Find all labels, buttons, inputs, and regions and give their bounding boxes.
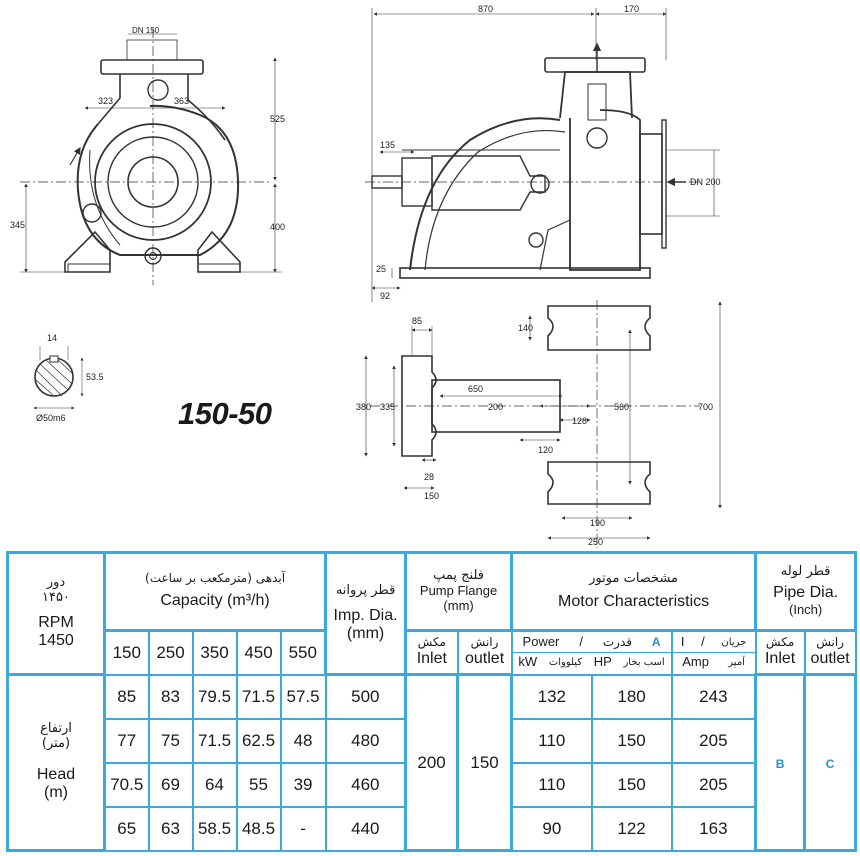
baseplate-plan (364, 300, 722, 548)
table-row: 70.5 69 64 55 39 460 110 150 205 (8, 761, 856, 808)
head-value: 57.5 (279, 673, 327, 720)
base-dim-560: 560 (614, 402, 629, 412)
head-value: 48 (279, 717, 327, 764)
table-row: ارتفاع (متر) Head (m) 85 83 79.5 71.5 57… (6, 673, 858, 852)
shaft-diameter-dim: Ø50m6 (36, 413, 66, 423)
side-dim-25: 25 (376, 264, 386, 274)
base-dim-700: 700 (698, 402, 713, 412)
amp-value: 205 (670, 761, 757, 808)
kw-value: 90 (510, 805, 593, 852)
capacity-col: 350 (191, 629, 238, 676)
kw-value: 132 (510, 673, 593, 720)
flange-outlet-header: رانش outlet (456, 629, 513, 676)
base-dim-335: 335 (380, 402, 395, 412)
head-value: 58.5 (191, 805, 238, 852)
shaft-height-dim: 53.5 (86, 372, 104, 382)
technical-drawing: DN 150 323 363 525 400 345 (10, 4, 722, 548)
head-value: 85 (103, 673, 150, 720)
capacity-header: آبدهی (مترمکعب بر ساعت) Capacity (m³/h) (102, 551, 328, 632)
base-dim-120: 120 (538, 445, 553, 455)
front-dim-323: 323 (98, 96, 113, 106)
motor-header: مشخصات موتور Motor Characteristics (510, 551, 758, 632)
capacity-col: 450 (235, 629, 282, 676)
head-header: ارتفاع (متر) Head (m) (6, 673, 106, 852)
front-dim-525: 525 (270, 114, 285, 124)
front-view (20, 28, 282, 285)
head-value: 63 (147, 805, 194, 852)
front-dim-400: 400 (270, 222, 285, 232)
base-dim-85: 85 (412, 316, 422, 326)
kw-value: 110 (510, 717, 593, 764)
head-value: 79.5 (191, 673, 238, 720)
head-value: 55 (235, 761, 282, 808)
table-row: 77 75 71.5 62.5 48 480 110 150 205 (8, 717, 856, 764)
head-value: 64 (191, 761, 238, 808)
side-dim-135: 135 (380, 140, 395, 150)
head-value: 77 (103, 717, 150, 764)
head-value: 75 (147, 717, 194, 764)
pipe-header: قطر لوله Pipe Dia. (Inch) (754, 551, 858, 632)
base-dim-190: 190 (590, 518, 605, 528)
side-view (365, 8, 720, 302)
shaft-key-dim: 14 (47, 333, 57, 343)
amp-value: 243 (670, 673, 757, 720)
base-dim-128: 128 (572, 416, 587, 426)
amp-value: 163 (670, 805, 757, 852)
flange-inlet-value: 200 (404, 673, 460, 852)
capacity-col: 250 (147, 629, 194, 676)
capacity-col: 150 (103, 629, 150, 676)
head-value: 65 (103, 805, 150, 852)
head-value: 69 (147, 761, 194, 808)
base-dim-140: 140 (518, 323, 533, 333)
model-number: 150-50 (178, 396, 272, 431)
base-dim-380: 380 (356, 402, 371, 412)
capacity-col: 550 (279, 629, 327, 676)
head-value: 70.5 (103, 761, 150, 808)
base-dim-650: 650 (468, 384, 483, 394)
head-value: 62.5 (235, 717, 282, 764)
front-dim-363: 363 (174, 96, 189, 106)
impeller-value: 480 (324, 717, 407, 764)
side-dim-92: 92 (380, 291, 390, 301)
base-dim-200: 200 (488, 402, 503, 412)
front-dn-label: DN 150 (132, 26, 160, 35)
pipe-inlet-header: مکش Inlet (754, 629, 806, 676)
pipe-outlet-header: رانش outlet (803, 629, 857, 676)
amp-value: 205 (670, 717, 757, 764)
head-value: 39 (279, 761, 327, 808)
impeller-value: 440 (324, 805, 407, 852)
shaft-section (33, 346, 84, 410)
rpm-header: دور ۱۴۵۰ RPM 1450 (6, 551, 106, 676)
head-value: 71.5 (191, 717, 238, 764)
impeller-header: قطر پروانه Imp. Dia. (mm) (324, 551, 408, 676)
table-row: 65 63 58.5 48.5 - 440 90 122 163 (8, 805, 856, 852)
flange-header: فلنج پمپ Pump Flange (mm) (404, 551, 514, 632)
head-value: 71.5 (235, 673, 282, 720)
pipe-inlet-value: B (754, 673, 807, 852)
head-value: 83 (147, 673, 194, 720)
flange-outlet-value: 150 (456, 673, 514, 852)
base-dim-250: 250 (588, 537, 603, 547)
base-dim-28: 28 (424, 472, 434, 482)
power-header: Power / قدرت A kW کیلووات HP اسب بخار (510, 629, 673, 676)
head-value: - (279, 805, 327, 852)
head-value: 48.5 (235, 805, 282, 852)
pipe-outlet-value: C (803, 673, 858, 852)
base-dim-150: 150 (424, 491, 439, 501)
hp-value: 180 (590, 673, 673, 720)
impeller-value: 460 (324, 761, 407, 808)
side-dn-label: DN 200 (690, 177, 721, 187)
hp-value: 122 (590, 805, 673, 852)
side-dim-170: 170 (624, 4, 639, 14)
kw-value: 110 (510, 761, 593, 808)
hp-value: 150 (590, 717, 673, 764)
hp-value: 150 (590, 761, 673, 808)
impeller-value: 500 (324, 673, 407, 720)
current-header: I / جریان Amp آمپر (670, 629, 757, 676)
front-dim-345: 345 (10, 220, 25, 230)
spec-table: دور ۱۴۵۰ RPM 1450 آبدهی (مترمکعب بر ساعت… (6, 551, 858, 852)
side-dim-870: 870 (478, 4, 493, 14)
flange-inlet-header: مکش Inlet (404, 629, 459, 676)
